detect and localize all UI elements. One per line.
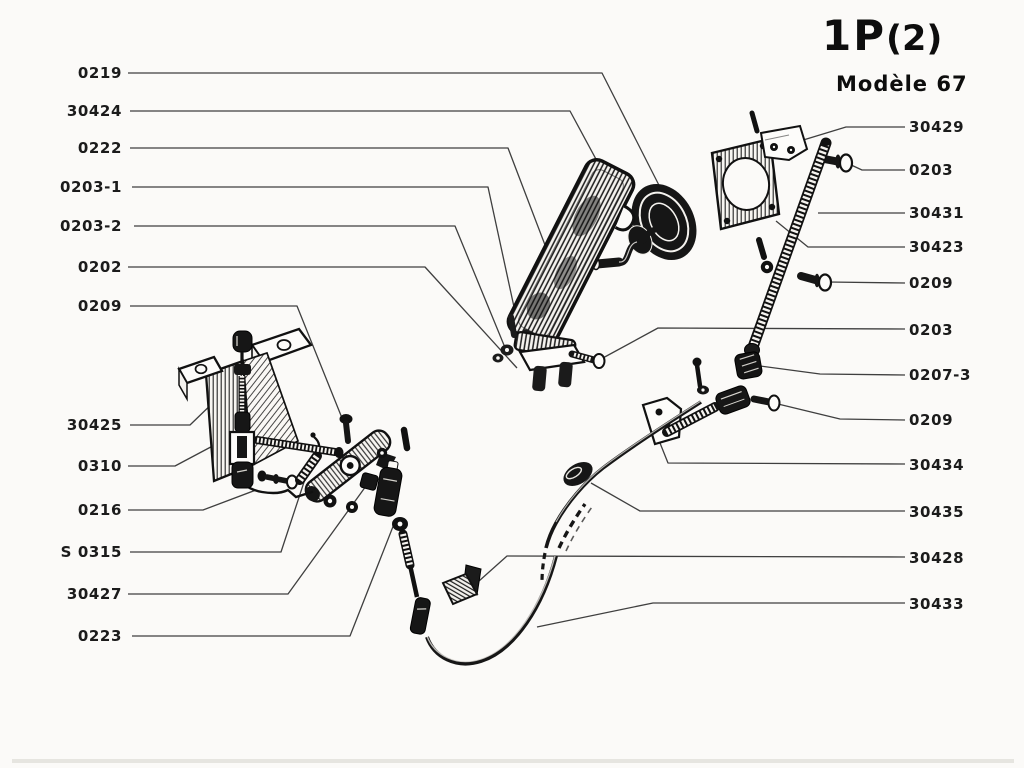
part-label-30428: 30428 [909, 549, 965, 567]
part-label-0209-left: 0209 [77, 297, 122, 315]
part-label-0216: 0216 [77, 501, 122, 519]
part-label-s0315: S 0315 [60, 543, 122, 561]
relay-lever-illustration [226, 414, 411, 513]
part-label-30429: 30429 [909, 118, 965, 136]
cable-illustration [425, 400, 702, 666]
trunnion-clevis-illustration [692, 351, 781, 415]
pedal-pivot-bracket-illustration [492, 314, 606, 392]
clamp-bracket-illustration [749, 110, 854, 173]
part-label-30424: 30424 [66, 102, 122, 120]
part-label-30435: 30435 [909, 503, 965, 521]
plate-code: 1P(2) [822, 14, 942, 61]
part-label-0310: 0310 [77, 457, 122, 475]
part-label-30425: 30425 [66, 416, 122, 434]
part-label-30427: 30427 [66, 585, 122, 603]
part-label-30433: 30433 [909, 595, 965, 613]
part-label-30431: 30431 [909, 204, 965, 222]
part-label-0203-2: 0203-2 [59, 217, 122, 235]
cable-stop-bracket-illustration [441, 564, 482, 606]
part-label-0207-3: 0207-3 [909, 366, 972, 384]
plate-code-suffix: (2) [886, 19, 943, 59]
part-label-0209-a: 0209 [909, 274, 954, 292]
part-label-0203-a: 0203 [909, 161, 954, 179]
link-rod-illustration [228, 330, 344, 489]
cable-plunger-illustration [373, 452, 431, 635]
plate-code-main: 1P [822, 11, 887, 60]
part-label-0222: 0222 [77, 139, 122, 157]
cable-bracket-illustration [641, 396, 720, 446]
part-label-30423: 30423 [909, 238, 965, 256]
part-label-0203-1: 0203-1 [59, 178, 122, 196]
part-label-0219: 0219 [77, 64, 122, 82]
pedal-illustration [506, 158, 636, 353]
part-label-30434: 30434 [909, 456, 965, 474]
part-label-0223: 0223 [77, 627, 122, 645]
model-label: Modèle 67 [836, 72, 968, 96]
part-label-0203-b: 0203 [909, 321, 954, 339]
part-label-0202: 0202 [77, 258, 122, 276]
support-plate-illustration [710, 137, 781, 231]
scan-edge-artifact [12, 759, 1014, 763]
part-label-0209-b: 0209 [909, 411, 954, 429]
